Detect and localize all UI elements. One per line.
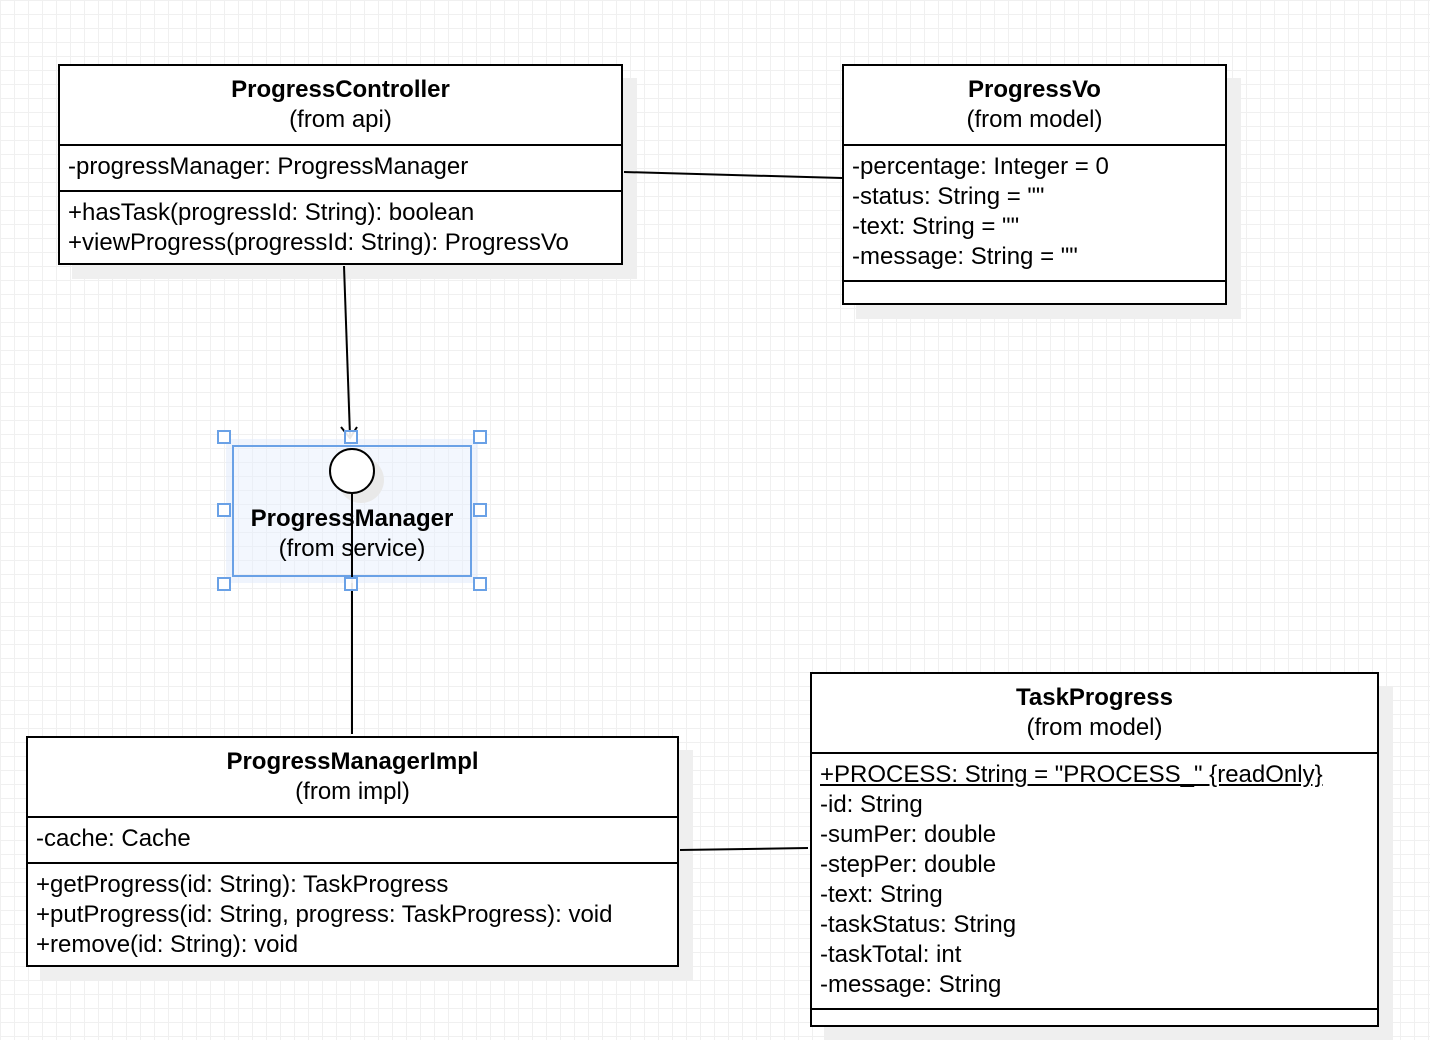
class-header: ProgressVo (from model) [844, 66, 1225, 146]
interface-lollipop-icon [329, 448, 375, 494]
operations-section [844, 282, 1225, 302]
attribute-row: -sumPer: double [820, 821, 997, 848]
operations-section: +hasTask(progressId: String): boolean +v… [60, 192, 621, 258]
class-header: ProgressController (from api) [60, 66, 621, 146]
class-package: (from model) [966, 106, 1103, 133]
class-progress-manager-impl[interactable]: ProgressManagerImpl (from impl) -cache: … [26, 736, 679, 967]
class-name: ProgressController [231, 76, 450, 103]
static-attribute-row: +PROCESS: String = "PROCESS_" {readOnly} [820, 761, 1323, 788]
attributes-section: -percentage: Integer = 0 -status: String… [844, 146, 1225, 282]
attribute-row: -status: String = "" [852, 183, 1045, 210]
operation-row: +remove(id: String): void [36, 931, 299, 958]
class-task-progress[interactable]: TaskProgress (from model) +PROCESS: Stri… [810, 672, 1379, 1027]
class-name: TaskProgress [1016, 684, 1173, 711]
attribute-row: -text: String [820, 881, 943, 908]
attributes-section: -cache: Cache [28, 818, 677, 864]
attribute-row: -percentage: Integer = 0 [852, 153, 1109, 180]
class-header: ProgressManagerImpl (from impl) [28, 738, 677, 818]
operations-section: +getProgress(id: String): TaskProgress +… [28, 864, 677, 960]
interface-label: ProgressManager (from service) [232, 504, 472, 564]
attributes-section: +PROCESS: String = "PROCESS_" {readOnly}… [812, 754, 1377, 1010]
attribute-row: -id: String [820, 791, 923, 818]
operations-section [812, 1010, 1377, 1025]
class-name: ProgressManagerImpl [226, 748, 479, 775]
attribute-row: -message: String = "" [852, 243, 1078, 270]
attribute-row: -stepPer: double [820, 851, 997, 878]
operation-row: +viewProgress(progressId: String): Progr… [68, 229, 569, 256]
resize-handle-bottom-center[interactable] [344, 577, 358, 591]
interface-stem-line [351, 494, 353, 577]
operation-row: +hasTask(progressId: String): boolean [68, 199, 475, 226]
resize-handle-top-left[interactable] [217, 430, 231, 444]
interface-package: (from service) [278, 535, 426, 562]
attribute-row: -progressManager: ProgressManager [68, 153, 469, 180]
resize-handle-bottom-right[interactable] [473, 577, 487, 591]
attribute-row: -taskTotal: int [820, 941, 962, 968]
class-name: ProgressVo [968, 76, 1101, 103]
attributes-section: -progressManager: ProgressManager [60, 146, 621, 192]
association-impl-taskprogress[interactable] [679, 847, 809, 851]
class-package: (from api) [289, 106, 392, 133]
operation-row: +getProgress(id: String): TaskProgress [36, 871, 449, 898]
class-package: (from model) [1026, 714, 1163, 741]
operation-row: +putProgress(id: String, progress: TaskP… [36, 901, 613, 928]
class-progress-vo[interactable]: ProgressVo (from model) -percentage: Int… [842, 64, 1227, 305]
class-progress-controller[interactable]: ProgressController (from api) -progressM… [58, 64, 623, 265]
class-package: (from impl) [295, 778, 410, 805]
attribute-row: -cache: Cache [36, 825, 191, 852]
resize-handle-middle-right[interactable] [473, 503, 487, 517]
resize-handle-middle-left[interactable] [217, 503, 231, 517]
interface-name: ProgressManager [250, 505, 454, 532]
class-header: TaskProgress (from model) [812, 674, 1377, 754]
resize-handle-top-center[interactable] [344, 430, 358, 444]
association-controller-vo[interactable] [623, 171, 843, 179]
dependency-controller-manager[interactable] [343, 265, 351, 437]
attribute-row: -text: String = "" [852, 213, 1020, 240]
resize-handle-bottom-left[interactable] [217, 577, 231, 591]
resize-handle-top-right[interactable] [473, 430, 487, 444]
attribute-row: -message: String [820, 971, 1002, 998]
attribute-row: -taskStatus: String [820, 911, 1017, 938]
